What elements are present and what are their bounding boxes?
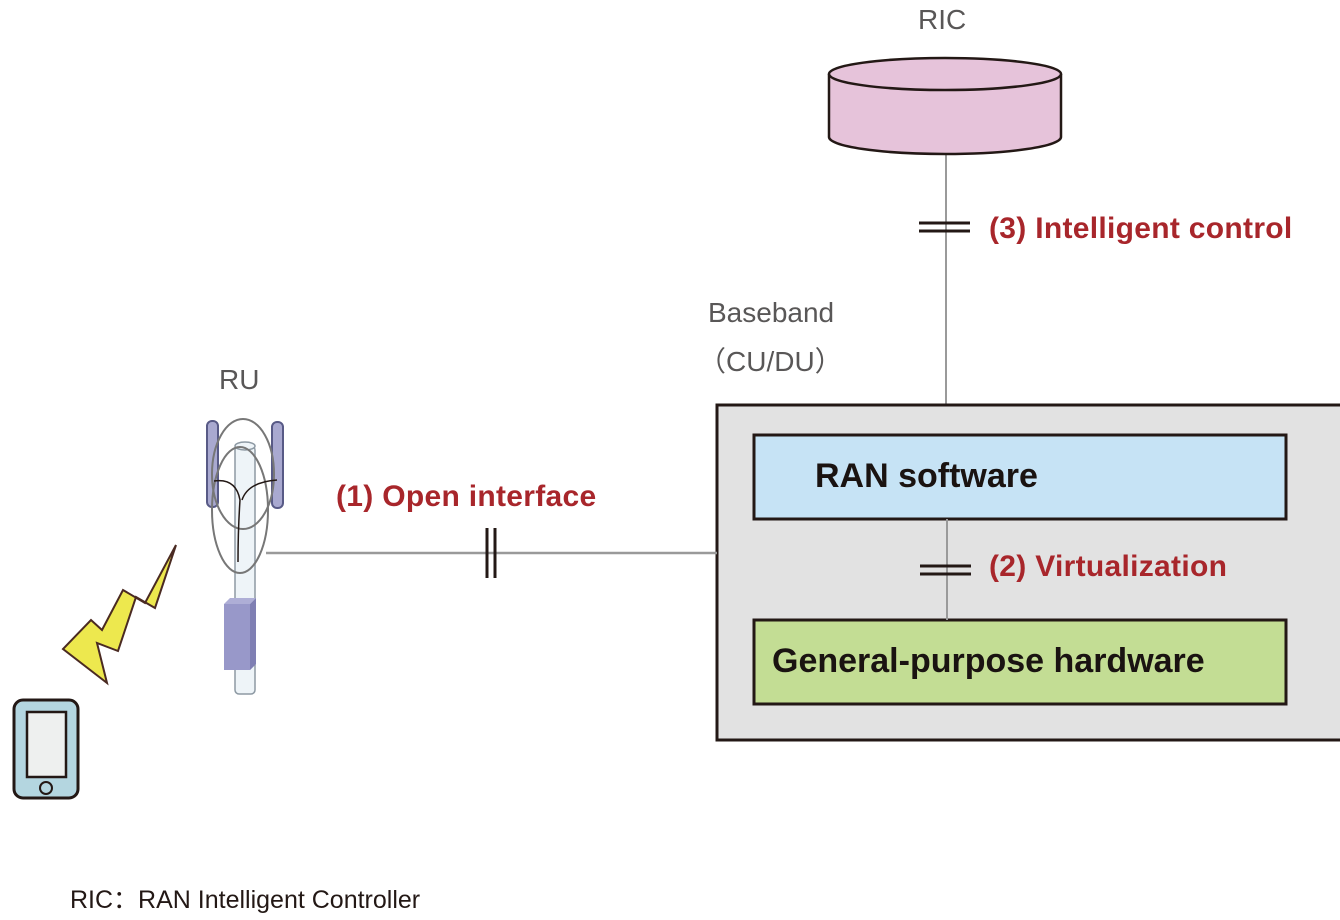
ric-cylinder-icon <box>827 56 1063 156</box>
wireless-signal-icon <box>61 544 177 686</box>
virtualization-marker <box>920 564 971 576</box>
open-interface-label: (1) Open interface <box>336 480 597 513</box>
ric-label: RIC <box>918 4 967 35</box>
hardware-label: General-purpose hardware <box>772 642 1205 680</box>
open-interface-marker <box>485 528 497 578</box>
smartphone-icon <box>12 698 80 800</box>
ru-tower-icon <box>206 418 284 695</box>
intelligent-control-label: (3) Intelligent control <box>989 212 1293 245</box>
baseband-sublabel: （CU/DU） <box>698 346 843 377</box>
intelligent-control-marker <box>919 221 970 233</box>
footnote: RIC：RAN Intelligent Controller <box>70 886 421 914</box>
virtualization-label: (2) Virtualization <box>989 550 1228 583</box>
hardware-box <box>752 618 1288 706</box>
ru-label: RU <box>219 364 260 395</box>
ran-software-label: RAN software <box>815 457 1038 495</box>
baseband-label: Baseband <box>708 297 835 328</box>
ran-software-box <box>752 433 1288 521</box>
